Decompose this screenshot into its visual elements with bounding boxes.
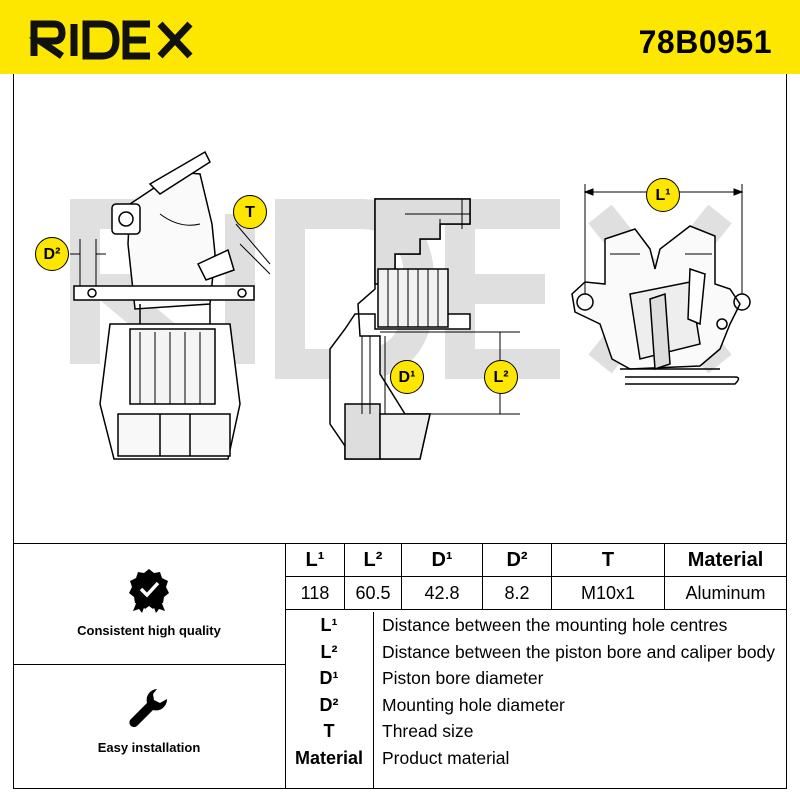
col-header: L¹ [285, 543, 345, 577]
feature-label: Consistent high quality [77, 623, 221, 638]
legend-key: Material [294, 747, 364, 768]
wrench-icon [129, 689, 168, 728]
technical-drawing [68, 150, 751, 460]
badge-l2: L² [484, 360, 518, 394]
legend-desc: Distance between the mounting hole centr… [382, 615, 728, 635]
divider [13, 664, 285, 665]
feature-quality: Consistent high quality [13, 567, 285, 638]
divider [13, 543, 14, 789]
legend-key: T [323, 721, 335, 742]
part-number: 78B0951 [638, 24, 772, 60]
t-dimension [235, 223, 271, 275]
table-cell: 60.5 [344, 576, 402, 610]
spec-table: L¹ L² D¹ D² T Material 118 60.5 42.8 8.2… [285, 543, 787, 610]
badge-t: T [233, 195, 267, 229]
col-header: L² [344, 543, 402, 577]
badge-check-icon [129, 569, 169, 613]
badge-l1: L¹ [646, 178, 680, 212]
col-header: T [551, 543, 665, 577]
table-cell: M10x1 [551, 576, 665, 610]
caliper-top-view [571, 225, 751, 385]
table-cell: 8.2 [482, 576, 552, 610]
legend-row: D¹ Piston bore diameter [285, 665, 787, 692]
feature-installation: Easy installation [13, 686, 285, 755]
legend-key: L² [320, 641, 338, 662]
divider [13, 788, 787, 789]
legend-desc: Mounting hole diameter [382, 694, 565, 715]
legend-key: D² [319, 694, 339, 715]
ridex-logo [28, 20, 193, 60]
col-header: D² [482, 543, 552, 577]
legend-row: L¹ Distance between the mounting hole ce… [285, 612, 787, 639]
legend-key: L¹ [320, 615, 338, 635]
legend: L¹ Distance between the mounting hole ce… [285, 612, 787, 772]
caliper-section-view [329, 198, 471, 460]
legend-key: D¹ [319, 668, 339, 689]
divider [285, 543, 286, 788]
legend-desc: Thread size [382, 721, 474, 742]
drawing-frame [13, 74, 787, 544]
table-header-row: L¹ L² D¹ D² T Material [285, 543, 787, 577]
badge-d2: D² [35, 237, 69, 271]
header-bar: 78B0951 [0, 0, 800, 74]
legend-row: D² Mounting hole diameter [285, 692, 787, 719]
legend-desc: Product material [382, 747, 510, 768]
legend-desc: Distance between the piston bore and cal… [382, 641, 776, 662]
table-cell: 118 [285, 576, 345, 610]
l1-dimension [583, 184, 744, 294]
col-header: Material [664, 543, 787, 577]
col-header: D¹ [401, 543, 483, 577]
d2-dimension [70, 239, 106, 286]
legend-row: Material Product material [285, 745, 787, 772]
divider [373, 612, 374, 788]
legend-desc: Piston bore diameter [382, 668, 544, 689]
divider [786, 543, 787, 789]
legend-row: T Thread size [285, 718, 787, 745]
feature-label: Easy installation [97, 740, 201, 755]
table-cell: 42.8 [401, 576, 483, 610]
table-row: 118 60.5 42.8 8.2 M10x1 Aluminum [285, 576, 787, 610]
badge-d1: D¹ [390, 360, 424, 394]
legend-row: L² Distance between the piston bore and … [285, 639, 787, 666]
table-cell: Aluminum [664, 576, 787, 610]
caliper-side-view [73, 150, 255, 460]
